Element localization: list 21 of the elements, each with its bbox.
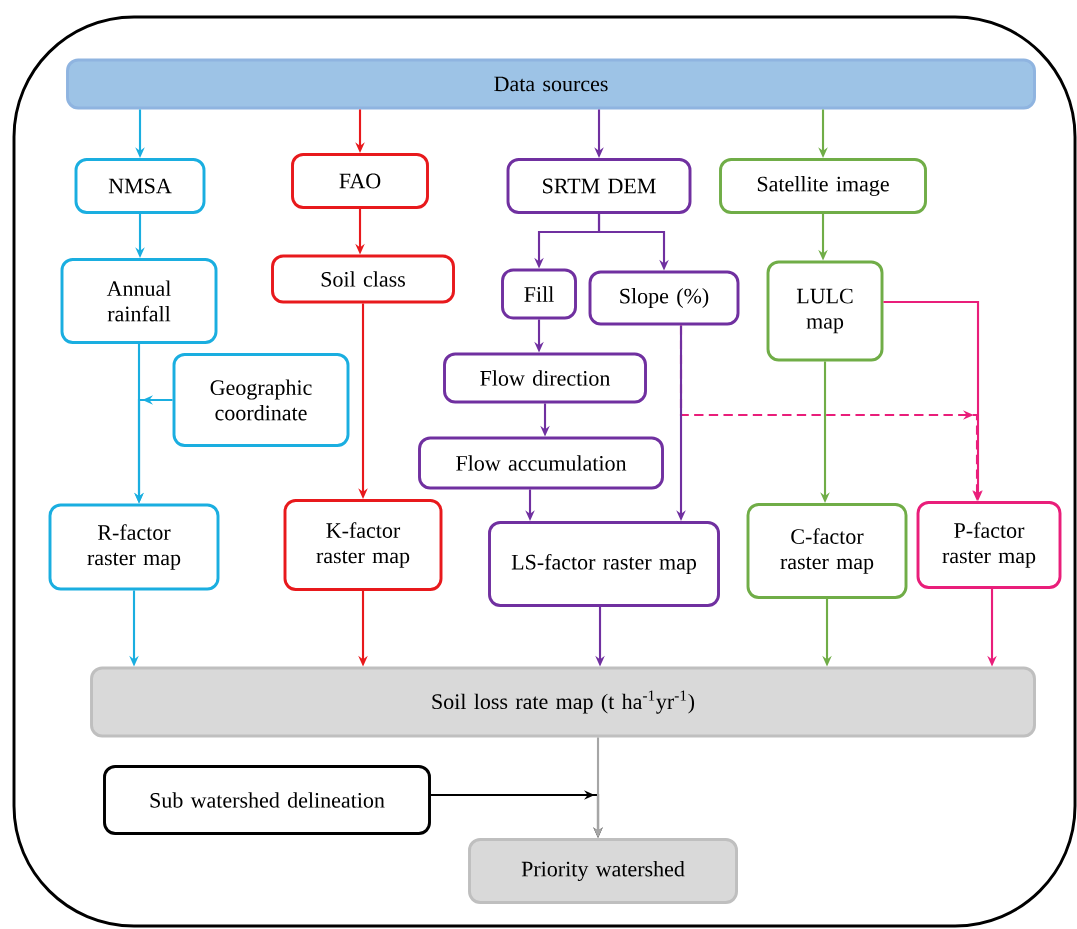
- result-box: Priority watershed: [468, 838, 738, 904]
- process-box: K-factor raster map: [283, 499, 443, 591]
- process-box: P-factor raster map: [916, 501, 1062, 589]
- process-box: Annual rainfall: [60, 258, 218, 344]
- process-box: Flow accumulation: [418, 436, 664, 490]
- process-box: Sub watershed delineation: [103, 765, 431, 835]
- process-box: NMSA: [74, 158, 206, 214]
- process-box: Slope (%): [588, 270, 740, 326]
- process-box: Satellite image: [719, 158, 927, 214]
- process-box: LULC map: [766, 260, 884, 362]
- process-box: Fill: [501, 268, 577, 320]
- process-box: Geographic coordinate: [172, 353, 350, 447]
- process-box: C-factor raster map: [746, 503, 908, 599]
- process-box: Soil class: [271, 254, 455, 304]
- process-box: Flow direction: [443, 352, 647, 404]
- process-box: LS-factor raster map: [488, 521, 720, 607]
- result-band: Soil loss rate map (t ha$^{-1}$yr$^{-1}$): [90, 666, 1036, 738]
- process-box: SRTM DEM: [506, 158, 692, 214]
- process-box: R-factor raster map: [48, 503, 220, 591]
- process-box: FAO: [291, 153, 429, 209]
- header-band: Data sources: [66, 58, 1036, 110]
